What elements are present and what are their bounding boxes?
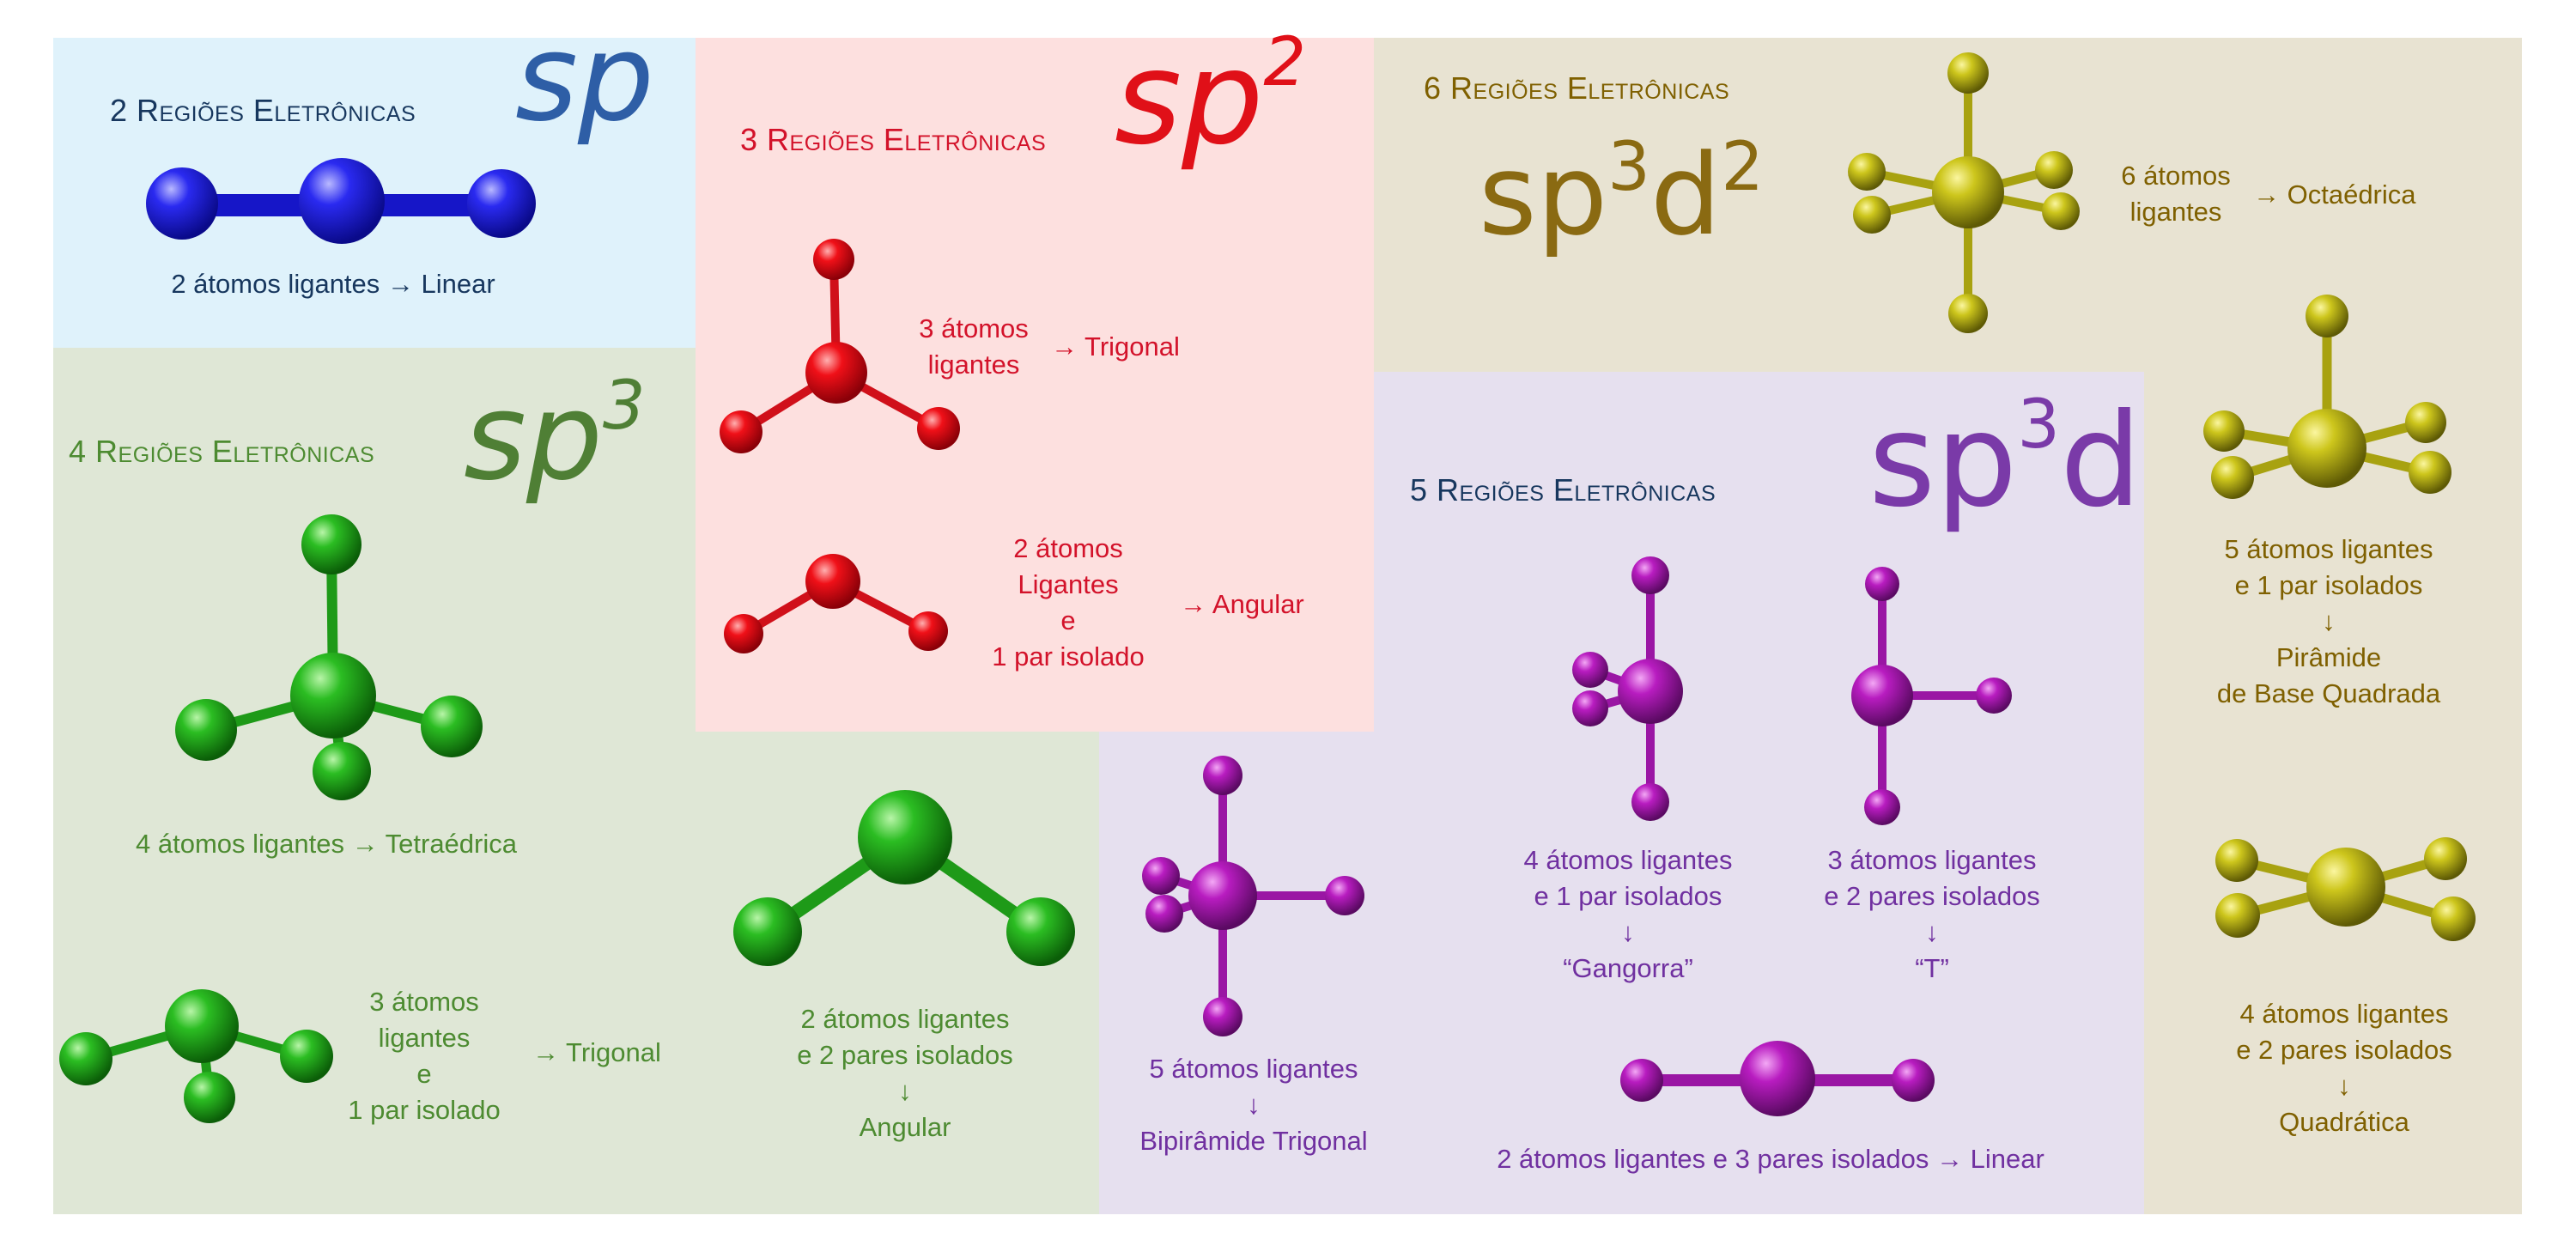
sp3-trig-line3: e (416, 1059, 432, 1089)
sp-heading: 2 Regiões Eletrônicas (110, 93, 416, 128)
sp2-angular-line4: 1 par isolado (992, 641, 1145, 672)
sp3d-seesaw-caption: 4 átomos ligantes e 1 par isolados ↓ “Ga… (1524, 842, 1733, 987)
sp3d2-sqpy-line1: 5 átomos ligantes (2224, 534, 2433, 564)
sp3d-tshape-molecule (1851, 567, 2012, 825)
sp2-angular-molecule (724, 554, 948, 653)
sp2-angular-arrow: → Angular (1180, 589, 1304, 619)
sp3-ang-line3: ↓ (898, 1076, 912, 1106)
sp3d-seesaw-line1: 4 átomos ligantes (1523, 845, 1733, 875)
sp3d2-sqpl-line3: ↓ (2337, 1071, 2351, 1101)
sp3d2-octa-arrow: → Octaédrica (2253, 179, 2416, 210)
sp3d-tshape-line4: “T” (1915, 953, 1949, 983)
sp2-hybrid-sup: 2 (1263, 24, 1307, 101)
sp3d2-hybrid-sup: 3 (1607, 129, 1650, 206)
sp2-trigonal-arrow: → Trigonal (1051, 331, 1180, 362)
sp3d2-sqpl-line4: Quadrática (2279, 1107, 2409, 1137)
sp3d-heading: 5 Regiões Eletrônicas (1410, 472, 1716, 507)
sp2-trigonal-line1: 3 átomos (919, 313, 1029, 343)
sp3-trig-line4: 1 par isolado (348, 1095, 501, 1125)
sp3d-tshape-line3: ↓ (1925, 917, 1939, 947)
sp2-angular-line2: Ligantes (1018, 569, 1119, 599)
sp3-ang-line4: Angular (859, 1112, 951, 1142)
panel-sp3d-notch (1374, 372, 2144, 389)
sp3d2-octa-line1: 6 átomos (2121, 161, 2231, 191)
sp3-trig-arrow: → Trigonal (532, 1037, 661, 1067)
sp3d-seesaw-line3: ↓ (1621, 917, 1635, 947)
sp3-trig-line1: 3 átomos (369, 987, 479, 1017)
sp3d-hybrid-label: sp3d (1868, 392, 2142, 526)
sp3d2-square-pyramid-molecule (2203, 295, 2451, 499)
sp3d2-square-planar-molecule (2215, 837, 2476, 941)
sp3-trig-line2: ligantes (378, 1023, 471, 1053)
sp2-hybrid-text: sp (1115, 24, 1264, 173)
sp2-hybrid-label: sp2 (1115, 29, 1306, 163)
sp3d2-sqpy-line3: ↓ (2322, 606, 2336, 636)
sp3-trig-caption: 3 átomos ligantes e 1 par isolado (348, 984, 501, 1128)
sp3d2-heading: 6 Regiões Eletrônicas (1424, 70, 1730, 106)
sp2-angular-line1: 2 átomos (1013, 533, 1123, 563)
sp3d2-sqpy-line2: e 1 par isolados (2234, 570, 2423, 600)
sp3d-hybrid-sup: 3 (2017, 386, 2061, 464)
sp3-heading: 4 Regiões Eletrônicas (69, 434, 375, 469)
sp3d2-sqpy-line5: de Base Quadrada (2216, 678, 2441, 708)
sp3d-linear-caption: 2 átomos ligantes e 3 pares isolados → L… (1497, 1144, 2044, 1174)
sp3d2-sqpl-line2: e 2 pares isolados (2236, 1035, 2452, 1065)
sp-hybrid-label: sp (515, 19, 654, 139)
sp3d2-sqpy-caption: 5 átomos ligantes e 1 par isolados ↓ Pir… (2217, 532, 2440, 712)
sp3-ang-line1: 2 átomos ligantes (800, 1004, 1010, 1034)
sp2-angular-line3: e (1060, 605, 1076, 635)
sp3-ang-caption: 2 átomos ligantes e 2 pares isolados ↓ A… (797, 1001, 1013, 1146)
sp3d-seesaw-line2: e 1 par isolados (1534, 881, 1722, 911)
sp3d2-octa-line2: ligantes (2129, 197, 2222, 227)
sp3d2-hybrid-tail: d (1649, 130, 1722, 260)
sp3d2-hybrid-text: sp (1479, 130, 1608, 260)
sp3d-seesaw-line4: “Gangorra” (1563, 953, 1693, 983)
sp3-tetra-caption: 4 átomos ligantes → Tetraédrica (136, 829, 517, 859)
sp3d-tshape-line2: e 2 pares isolados (1824, 881, 2040, 911)
sp3-hybrid-sup: 3 (602, 368, 646, 445)
sp3d-seesaw-molecule (1572, 556, 1683, 821)
sp3-ang-line2: e 2 pares isolados (797, 1040, 1013, 1070)
sp3d-bipy-line2: ↓ (1247, 1090, 1261, 1120)
sp-hybrid-text: sp (515, 9, 654, 149)
sp3d-bipyramid-molecule (1142, 756, 1364, 1036)
sp-linear-molecule (146, 158, 536, 244)
sp2-angular-caption: 2 átomos Ligantes e 1 par isolado (992, 531, 1145, 675)
sp2-trigonal-molecule (720, 239, 960, 453)
sp3-angular-molecule (733, 790, 1075, 966)
sp3d2-sqpy-line4: Pirâmide (2275, 642, 2382, 672)
sp3d2-hybrid-label: sp3d2 (1479, 134, 1764, 251)
sp3-tetrahedral-molecule (175, 514, 483, 800)
sp3-hybrid-label: sp3 (464, 373, 645, 498)
sp-caption: 2 átomos ligantes → Linear (171, 269, 495, 299)
sp3d-hybrid-text: sp (1868, 386, 2018, 536)
sp2-trigonal-line2: ligantes (927, 349, 1020, 380)
sp3d-tshape-line1: 3 átomos ligantes (1827, 845, 2037, 875)
sp2-trigonal-caption: 3 átomos ligantes (919, 311, 1029, 383)
sp3d2-sqpl-caption: 4 átomos ligantes e 2 pares isolados ↓ Q… (2236, 996, 2452, 1140)
sp3d2-sqpl-line1: 4 átomos ligantes (2239, 999, 2449, 1029)
sp2-heading: 3 Regiões Eletrônicas (740, 122, 1047, 157)
sp3d-bipy-caption: 5 átomos ligantes ↓ Bipirâmide Trigonal (1139, 1051, 1367, 1159)
sp3-hybrid-text: sp (464, 368, 603, 507)
sp3d-tshape-caption: 3 átomos ligantes e 2 pares isolados ↓ “… (1824, 842, 2040, 987)
sp3d2-octahedral-molecule (1848, 52, 2080, 333)
sp3d-linear-molecule (1620, 1041, 1935, 1116)
sp3d-hybrid-tail: d (2060, 386, 2142, 536)
sp3d-bipy-line3: Bipirâmide Trigonal (1139, 1126, 1368, 1156)
sp3d2-hybrid-sup2: 2 (1721, 129, 1765, 206)
sp3d2-octa-caption: 6 átomos ligantes (2121, 158, 2231, 230)
sp3-trigonal-pyramid-molecule (59, 989, 333, 1123)
sp3d-bipy-line1: 5 átomos ligantes (1149, 1054, 1358, 1084)
